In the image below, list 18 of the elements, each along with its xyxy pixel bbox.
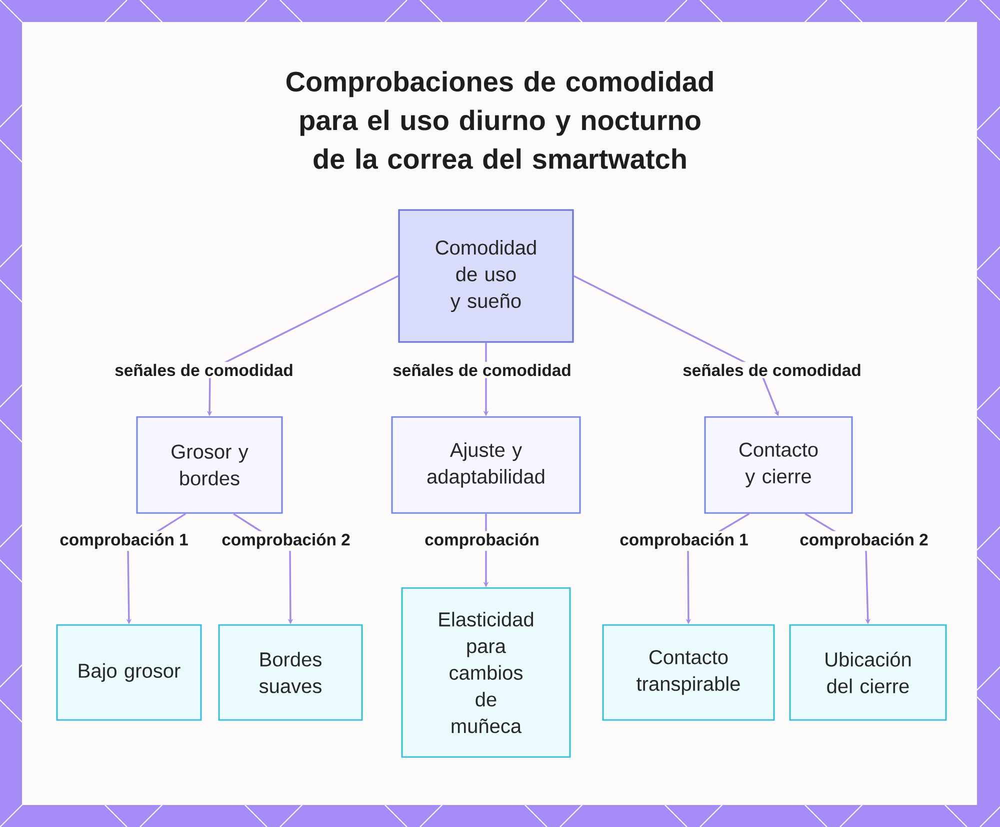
topic-box: Comodidad de uso y sueño bbox=[398, 209, 574, 343]
edge-label: comprobación 2 bbox=[220, 531, 352, 551]
edge-label: comprobación 1 bbox=[618, 531, 750, 551]
edge-label: señales de comodidad bbox=[112, 362, 296, 378]
category-box: Ajuste y adaptabilidad bbox=[391, 416, 581, 514]
edge-label: señales de comodidad bbox=[390, 362, 574, 378]
check-box: Ubicación del cierre bbox=[789, 624, 947, 721]
check-box: Bordes suaves bbox=[218, 624, 363, 721]
check-box: Bajo grosor bbox=[56, 624, 202, 721]
check-box: Contacto transpirable bbox=[602, 624, 775, 721]
check-box: Elasticidad para cambios de muñeca bbox=[401, 587, 571, 758]
edge-label: señales de comodidad bbox=[680, 362, 864, 378]
category-box: Contacto y cierre bbox=[704, 416, 853, 514]
edge-label: comprobación 1 bbox=[58, 531, 190, 551]
title: Comprobaciones de comodidad para el uso diurno y nocturno de la correa del smartwatch bbox=[286, 71, 713, 169]
edge-label: comprobación 2 bbox=[798, 531, 930, 551]
edge-label: comprobación bbox=[422, 531, 542, 551]
category-box: Grosor y bordes bbox=[136, 416, 283, 514]
